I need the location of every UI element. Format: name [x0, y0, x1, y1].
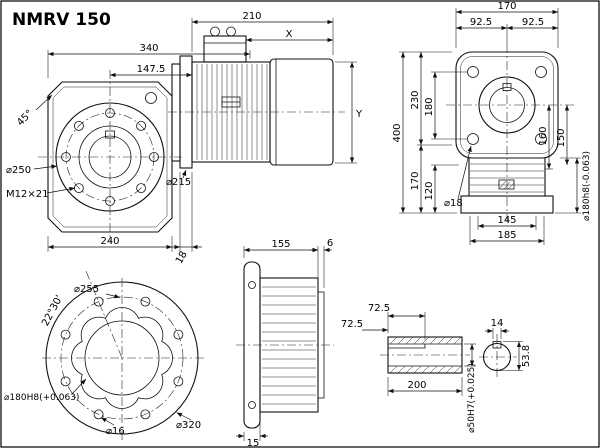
- dim-170-label: 170: [497, 1, 516, 12]
- dim-92-5-right-label: 92.5: [522, 17, 544, 28]
- dim-y-label: Y: [355, 109, 363, 120]
- thread-m12-label: M12×21: [6, 189, 48, 200]
- dim-200-label: 200: [407, 380, 426, 391]
- dim-240-label: 240: [100, 236, 119, 247]
- dim-14-label: 14: [491, 318, 504, 329]
- output-side-view: 155 6 15: [236, 238, 334, 448]
- dia-215-label: ⌀215: [166, 177, 191, 188]
- side-view: 340 147.5 210 X 45° ⌀250 M12×21 240 18 ⌀…: [6, 11, 363, 266]
- dia-18-label: ⌀18: [444, 198, 463, 209]
- housing-outline: [47, 81, 173, 233]
- dim-x-label: X: [286, 29, 293, 40]
- dim-180-label: 180: [424, 97, 435, 116]
- dim-145-label: 145: [497, 215, 516, 226]
- dim-400-label: 400: [392, 123, 403, 142]
- housing-fins: [262, 286, 316, 405]
- dim-155-label: 155: [271, 239, 290, 250]
- dim-72-5-b-label: 72.5: [341, 319, 363, 330]
- dim-340-label: 340: [139, 43, 158, 54]
- dia-320-label: ⌀320: [176, 420, 201, 431]
- dia-50H7-label: ⌀50H7(+0.025): [467, 363, 477, 433]
- lobed-profile: [71, 307, 173, 409]
- dim-150-label: 150: [556, 128, 567, 147]
- hatch-top: [389, 336, 462, 345]
- hatch-bottom: [389, 365, 462, 374]
- dia-255-label: ⌀255: [74, 284, 99, 295]
- plug: [498, 179, 515, 190]
- dia-180h8-label: ⌀180h8(-0.063): [582, 151, 592, 221]
- dim-120-label: 120: [424, 181, 435, 200]
- dim-210-label: 210: [242, 11, 261, 22]
- output-bore: [489, 87, 525, 123]
- plug: [145, 92, 157, 104]
- dia-180H8-label: ⌀180H8(+0.063): [4, 393, 79, 403]
- dim-72-5-a-label: 72.5: [368, 303, 390, 314]
- dim-92-5-left-label: 92.5: [470, 17, 492, 28]
- dim-230-label: 230: [410, 90, 421, 109]
- keyway-groove: [388, 344, 426, 349]
- terminal-box: [203, 35, 247, 63]
- front-view: 170 92.5 92.5 400 230 180 170 120 160 15…: [392, 1, 592, 245]
- foot: [460, 195, 554, 214]
- dia-16-label: ⌀16: [106, 426, 125, 437]
- dim-15-label: 15: [247, 438, 260, 448]
- dia-250-label: ⌀250: [6, 165, 31, 176]
- dim-160-label: 160: [538, 126, 549, 145]
- page-title: NMRV 150: [12, 10, 111, 30]
- dim-53-8-label: 53.8: [521, 345, 532, 367]
- dim-170-lower-label: 170: [410, 171, 421, 190]
- shaft-detail-view: 72.5 72.5 200 ⌀50H7(+0.025) 14 53.8: [341, 303, 532, 433]
- dim-185-label: 185: [497, 230, 516, 241]
- dim-147-5-label: 147.5: [137, 64, 166, 75]
- cable-gland: [210, 26, 220, 37]
- cable-gland: [226, 26, 236, 37]
- dim-6-label: 6: [327, 238, 333, 249]
